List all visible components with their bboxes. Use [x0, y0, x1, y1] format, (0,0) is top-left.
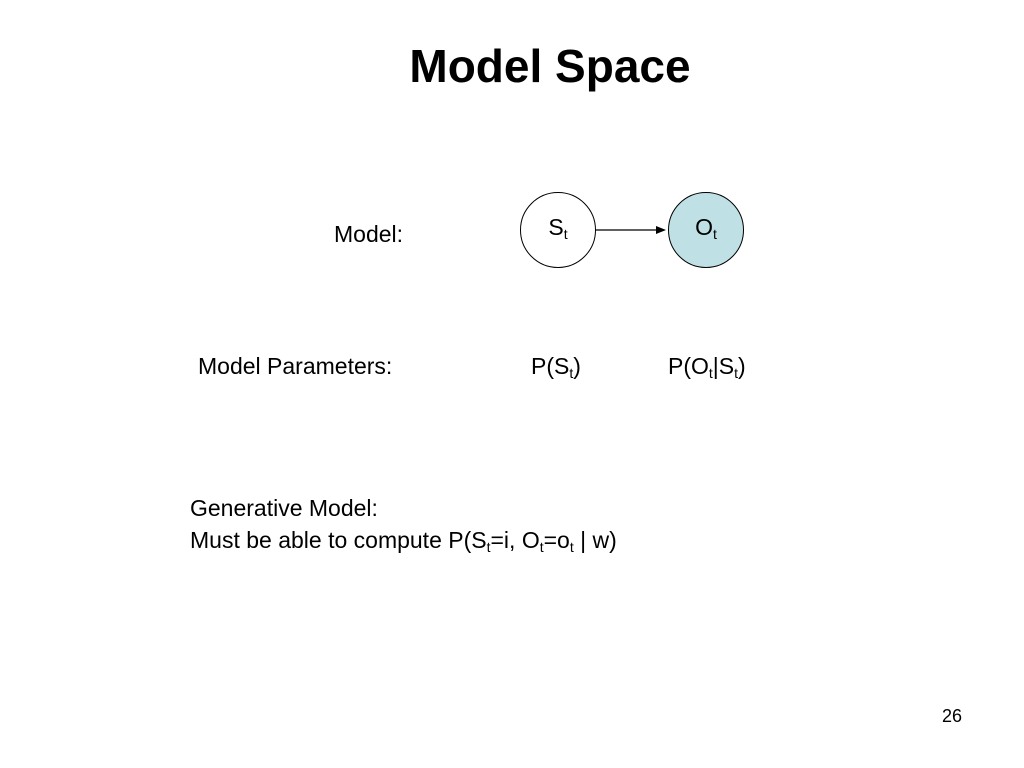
param-prior: P(St) [531, 353, 581, 381]
observation-node: Ot [668, 192, 744, 268]
model-parameters-label: Model Parameters: [198, 353, 393, 379]
generative-model-heading: Generative Model: [190, 495, 378, 521]
edge-arrow [596, 226, 666, 234]
slide-title: Model Space [409, 40, 691, 92]
slide-number: 26 [941, 706, 962, 726]
generative-model-formula: Must be able to compute P(St=i, Ot=ot | … [190, 527, 617, 555]
model-label: Model: [334, 221, 404, 247]
state-node: St [520, 192, 596, 268]
observation-node-label: Ot [695, 213, 717, 242]
state-node-label: St [548, 213, 568, 242]
param-emission: P(Ot|St) [668, 353, 746, 381]
